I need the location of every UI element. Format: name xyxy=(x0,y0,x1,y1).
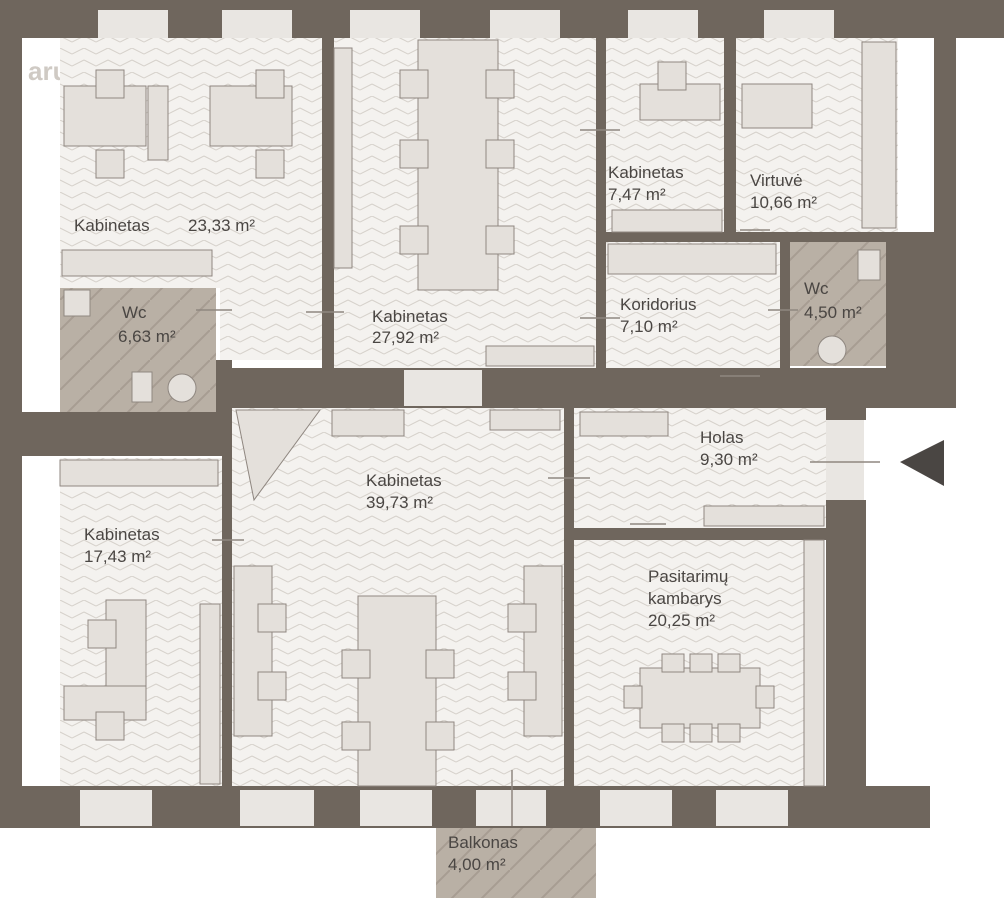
hall-name: Holas xyxy=(700,428,743,447)
wc-east-area: 4,50 m² xyxy=(804,303,862,322)
kitchen-area: 10,66 m² xyxy=(750,193,817,212)
windows xyxy=(80,10,864,826)
wc-west-area: 6,63 m² xyxy=(118,327,176,346)
office-nw-name: Kabinetas xyxy=(74,216,150,235)
furniture xyxy=(59,39,897,787)
wc-west-name: Wc xyxy=(122,303,147,322)
office-center-name: Kabinetas xyxy=(366,471,442,490)
door-marks xyxy=(196,129,880,826)
hall-area: 9,30 m² xyxy=(700,450,758,469)
office-sw-name: Kabinetas xyxy=(84,525,160,544)
meeting-room-name-line2: kambarys xyxy=(648,589,722,608)
kitchen-name: Virtuvė xyxy=(750,171,803,190)
office-small-name: Kabinetas xyxy=(608,163,684,182)
corridor-name: Koridorius xyxy=(620,295,697,314)
office-sw-area: 17,43 m² xyxy=(84,547,151,566)
meeting-room-name-line1: Pasitarimų xyxy=(648,567,728,586)
balcony-floor xyxy=(436,826,596,898)
corridor-area: 7,10 m² xyxy=(620,317,678,336)
wc-east-name: Wc xyxy=(804,279,829,298)
entrance-arrow-icon xyxy=(900,440,944,486)
office-n-large-area: 27,92 m² xyxy=(372,328,439,347)
office-center-area: 39,73 m² xyxy=(366,493,433,512)
meeting-room-area: 20,25 m² xyxy=(648,611,715,630)
office-nw-area: 23,33 m² xyxy=(188,216,255,235)
office-small-area: 7,47 m² xyxy=(608,185,666,204)
office-n-large-name: Kabinetas xyxy=(372,307,448,326)
balcony-area: 4,00 m² xyxy=(448,855,506,874)
balcony-name: Balkonas xyxy=(448,833,518,852)
room-labels: Kabinetas 23,33 m² Kabinetas 27,92 m² Ka… xyxy=(74,163,862,874)
